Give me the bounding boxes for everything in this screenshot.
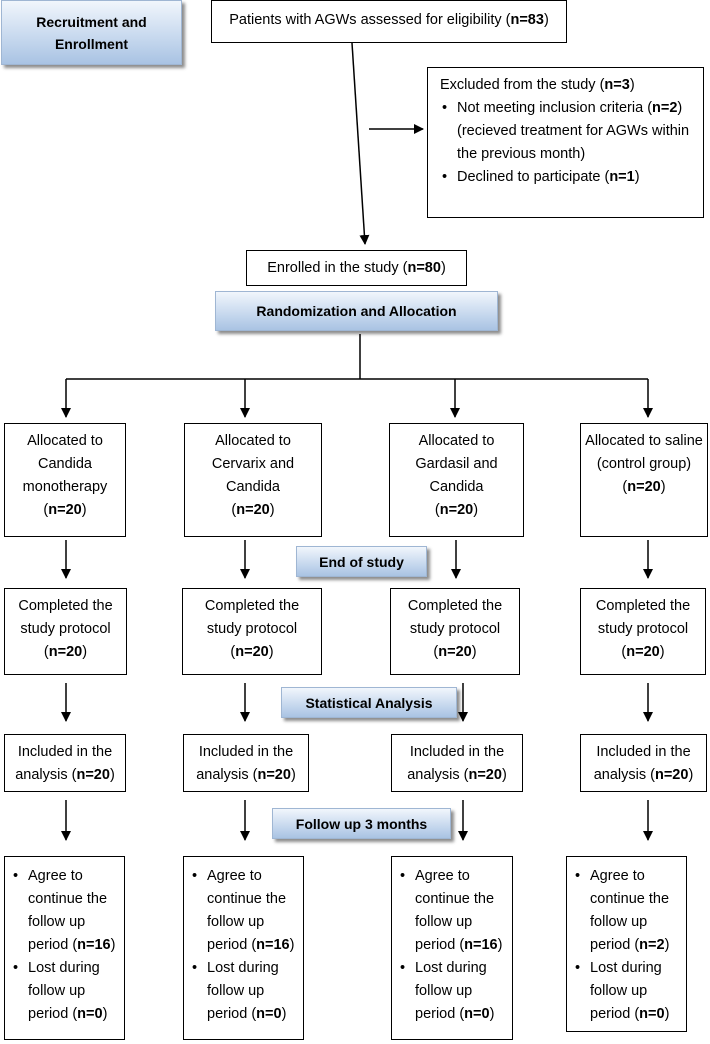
followup-lost-item: Lost during follow up period (n=0) [398, 957, 508, 1026]
followup-agree-item: Agree to continue the follow up period (… [190, 865, 299, 957]
followup-box-group-2: Agree to continue the follow up period (… [183, 856, 304, 1040]
allocated-box-group-3: Allocated to Gardasil and Candida(n=20) [389, 423, 524, 537]
header-end-of-study-label: End of study [319, 553, 404, 570]
header-randomization-allocation: Randomization and Allocation [215, 291, 498, 331]
completed-box-group-4: Completed the study protocol(n=20) [580, 588, 706, 675]
excluded-reason-declined: Declined to participate (n=1) [440, 166, 697, 189]
excluded-box: Excluded from the study (n=3) Not meetin… [427, 67, 704, 218]
enrolled-n: n=80 [407, 260, 441, 276]
followup-lost-item: Lost during follow up period (n=0) [190, 957, 299, 1026]
header-randomization-label: Randomization and Allocation [256, 303, 457, 319]
completed-box-group-3: Completed the study protocol(n=20) [390, 588, 520, 675]
followup-list-group-2: Agree to continue the follow up period (… [190, 865, 299, 1026]
completed-box-group-2: Completed the study protocol(n=20) [182, 588, 322, 675]
header-recruitment-enrollment: Recruitment and Enrollment [1, 0, 182, 65]
assessed-n: n=83 [510, 12, 544, 28]
arrow-assessed-to-enrolled [351, 42, 370, 245]
followup-lost-item: Lost during follow up period (n=0) [11, 957, 120, 1026]
allocated-box-group-1: Allocated to Candida monotherapy(n=20) [4, 423, 126, 537]
assessed-close: ) [543, 12, 549, 28]
assessed-box: Patients with AGWs assessed for eligibil… [211, 0, 567, 43]
completed-box-group-1: Completed the study protocol(n=20) [4, 588, 127, 675]
followup-box-group-3: Agree to continue the follow up period (… [391, 856, 513, 1040]
followup-lost-item: Lost during follow up period (n=0) [573, 957, 682, 1026]
enrolled-close: ) [440, 260, 446, 276]
header-follow-up: Follow up 3 months [272, 808, 451, 839]
header-statistical-analysis: Statistical Analysis [281, 687, 457, 718]
excluded-title: Excluded from the study (n=3) [440, 77, 635, 93]
allocated-box-group-2: Allocated to Cervarix and Candida(n=20) [184, 423, 322, 537]
analysis-box-group-4: Included in the analysis (n=20) [580, 734, 707, 792]
enrolled-text: Enrolled in the study ( [267, 260, 408, 276]
excluded-reason-inclusion: Not meeting inclusion criteria (n=2) (re… [440, 97, 697, 166]
followup-list-group-1: Agree to continue the follow up period (… [11, 865, 120, 1026]
followup-agree-item: Agree to continue the follow up period (… [573, 865, 682, 957]
header-end-of-study: End of study [296, 546, 427, 577]
analysis-box-group-3: Included in the analysis (n=20) [391, 734, 523, 792]
enrolled-box: Enrolled in the study (n=80) [246, 250, 467, 286]
header-statistical-analysis-label: Statistical Analysis [305, 694, 433, 711]
header-recruitment-label: Recruitment and Enrollment [36, 13, 147, 52]
followup-box-group-1: Agree to continue the follow up period (… [4, 856, 125, 1040]
assessed-text: Patients with AGWs assessed for eligibil… [229, 12, 511, 28]
followup-list-group-4: Agree to continue the follow up period (… [573, 865, 682, 1026]
excluded-reasons-list: Not meeting inclusion criteria (n=2) (re… [440, 97, 697, 189]
followup-list-group-3: Agree to continue the follow up period (… [398, 865, 508, 1026]
analysis-box-group-2: Included in the analysis (n=20) [183, 734, 309, 792]
analysis-box-group-1: Included in the analysis (n=20) [4, 734, 126, 792]
followup-box-group-4: Agree to continue the follow up period (… [566, 856, 687, 1032]
followup-agree-item: Agree to continue the follow up period (… [398, 865, 508, 957]
header-follow-up-label: Follow up 3 months [295, 815, 428, 832]
excluded-n: n=3 [604, 77, 630, 93]
followup-agree-item: Agree to continue the follow up period (… [11, 865, 120, 957]
allocated-box-group-4: Allocated to saline (control group)(n=20… [580, 423, 708, 537]
